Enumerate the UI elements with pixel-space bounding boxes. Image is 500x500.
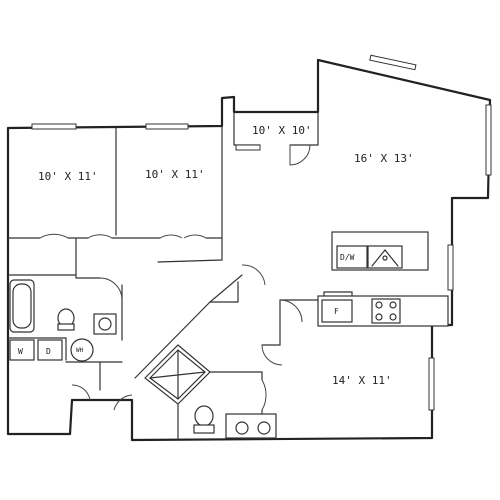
room-label-bedroom-mid: 10' X 11' — [145, 168, 205, 181]
door — [113, 394, 133, 411]
door — [261, 379, 267, 411]
window — [447, 244, 454, 291]
water-heater-label: WH — [76, 347, 84, 354]
door — [279, 299, 303, 323]
fridge-label: F — [334, 307, 339, 316]
laundry: W D WH — [9, 338, 94, 362]
room-label-den: 10' X 10' — [252, 124, 312, 137]
window — [428, 357, 435, 411]
door — [241, 264, 266, 286]
door — [261, 344, 283, 366]
washer-label: W — [18, 347, 23, 356]
kitchen-counter: F — [317, 291, 449, 327]
kitchen-island: D/W — [331, 231, 429, 271]
door — [39, 233, 69, 239]
water-heater — [70, 338, 94, 362]
window — [31, 123, 77, 130]
door — [71, 384, 91, 401]
range — [371, 298, 401, 324]
window — [369, 54, 417, 71]
room-label-living: 16' X 13' — [354, 152, 414, 165]
dishwasher-label: D/W — [340, 253, 355, 262]
room-label-dining: 14' X 11' — [332, 374, 392, 387]
dryer-label: D — [46, 347, 51, 356]
dishwasher — [336, 245, 368, 269]
window — [485, 104, 492, 176]
diagonal-closet — [144, 344, 211, 405]
room-label-bedroom-left: 10' X 11' — [38, 170, 98, 183]
door — [99, 277, 123, 301]
window — [145, 123, 189, 130]
interior-walls — [7, 111, 319, 439]
window — [235, 144, 261, 151]
washer — [9, 339, 35, 361]
outer-walls — [6, 58, 492, 442]
windows — [31, 54, 492, 411]
fridge — [321, 299, 353, 323]
door — [289, 144, 311, 166]
door — [87, 234, 113, 239]
dryer — [37, 339, 63, 361]
door — [159, 234, 207, 239]
room-labels: 10' X 11' 10' X 11' 10' X 10' 16' X 13' … — [38, 124, 414, 387]
bath-fixtures — [9, 279, 277, 439]
doors — [39, 144, 311, 411]
toilet — [194, 405, 214, 427]
